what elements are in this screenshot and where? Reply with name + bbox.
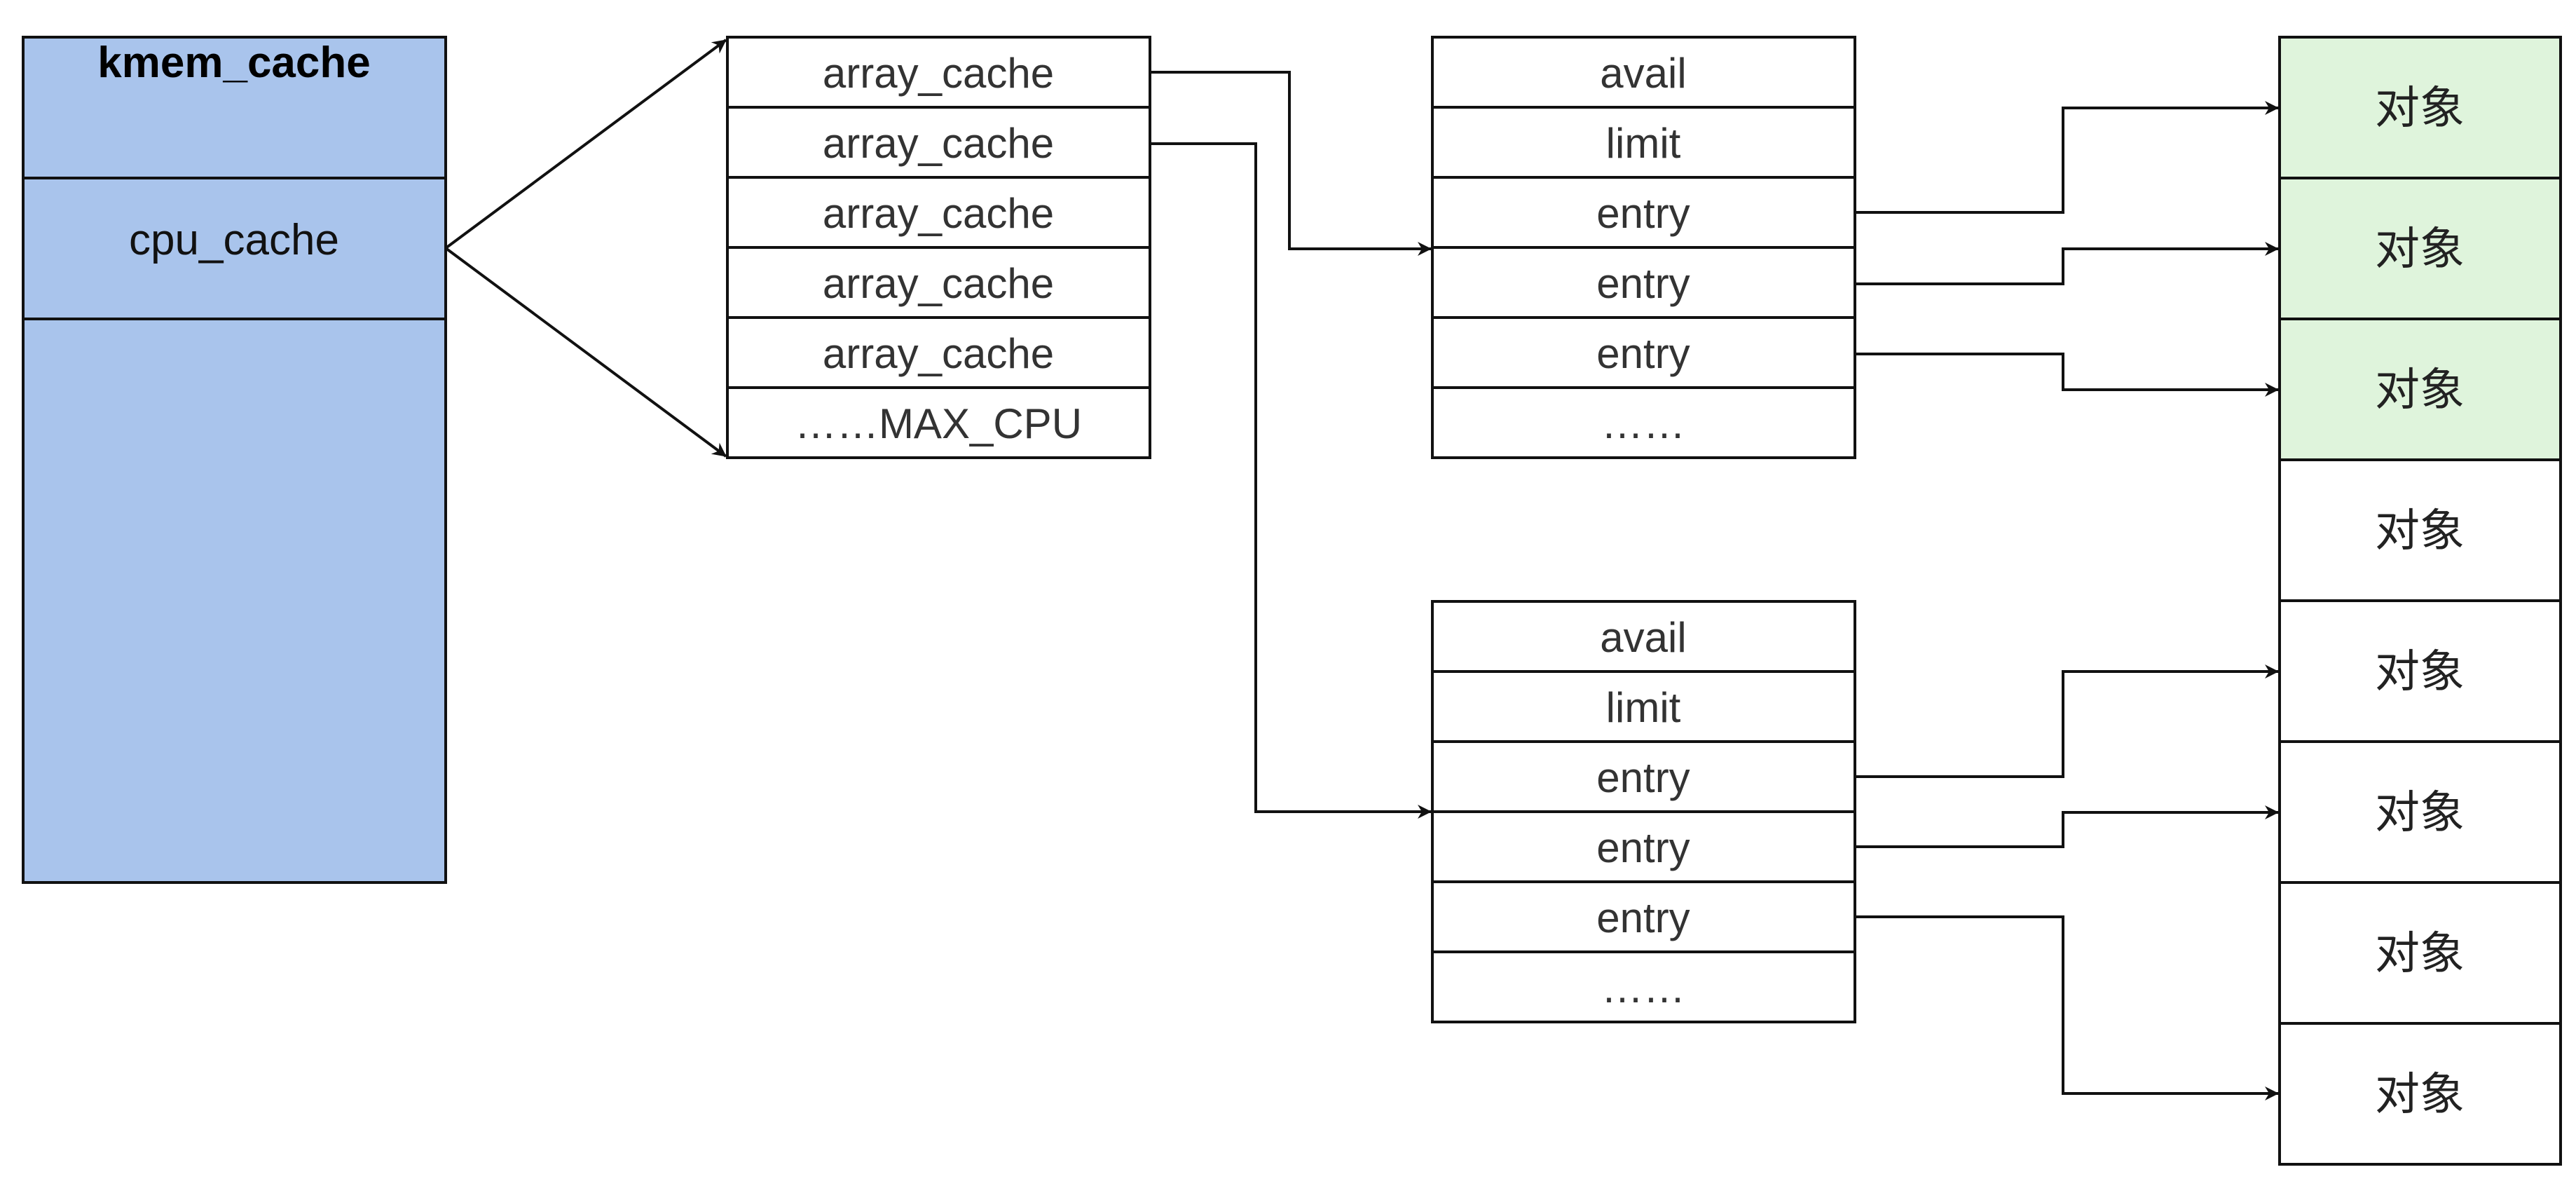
cpu-array-label-3: array_cache <box>823 260 1054 307</box>
ac-top-row-0 <box>1431 36 1856 109</box>
object-cell-2 <box>2278 318 2562 461</box>
object-label-6: 对象 <box>2375 928 2465 980</box>
cpu-array-row-4 <box>726 316 1151 389</box>
array-cache-bottom: avail limit entry entry entry …… <box>1431 600 1856 1023</box>
ac-bottom-row-1 <box>1431 670 1856 743</box>
ac-top-label-3: entry <box>1596 260 1690 307</box>
kmem-cache-block: kmem_cache cpu_cache <box>22 36 447 884</box>
kmem-cache-box <box>22 36 447 884</box>
array-cache-top: avail limit entry entry entry …… <box>1431 36 1856 459</box>
object-column: 对象 对象 对象 对象 对象 对象 对象 对象 <box>2278 36 2562 1166</box>
ac-bottom-label-4: entry <box>1596 894 1690 941</box>
ac-top-label-2: entry <box>1596 190 1690 237</box>
ac-top-label-1: limit <box>1606 120 1681 167</box>
cpu-array-label-5: ……MAX_CPU <box>795 400 1082 447</box>
arrow-bottom-entry-0-to-object-4 <box>1855 664 2279 778</box>
ac-bottom-label-3: entry <box>1596 824 1690 871</box>
cpu-array-row-5 <box>726 386 1151 459</box>
arrow-top-entry-0-to-object-0 <box>1855 101 2279 214</box>
cpu-array-label-1: array_cache <box>823 120 1054 167</box>
ac-bottom-label-2: entry <box>1596 754 1690 801</box>
cpu-cache-label: cpu_cache <box>129 216 339 264</box>
object-cell-3 <box>2278 458 2562 602</box>
object-label-4: 对象 <box>2375 646 2465 698</box>
arrow-array-cache-0-to-top-struct <box>1150 71 1432 256</box>
arrow-cpu-cache-to-array-bottom <box>444 247 727 458</box>
ac-top-label-0: avail <box>1600 50 1686 97</box>
cpu-array-row-2 <box>726 176 1151 249</box>
object-label-7: 对象 <box>2375 1069 2465 1121</box>
arrow-bottom-entry-1-to-object-5 <box>1855 805 2279 848</box>
cpu-array-row-1 <box>726 106 1151 179</box>
object-label-2: 对象 <box>2375 364 2465 416</box>
ac-bottom-row-2 <box>1431 740 1856 813</box>
ac-bottom-label-1: limit <box>1606 684 1681 731</box>
cpu-array-label-4: array_cache <box>823 330 1054 377</box>
ac-bottom-row-5 <box>1431 950 1856 1023</box>
object-cell-6 <box>2278 881 2562 1025</box>
arrow-top-entry-1-to-object-1 <box>1855 242 2279 285</box>
cpu-array-label-0: array_cache <box>823 50 1054 97</box>
object-cell-7 <box>2278 1022 2562 1166</box>
kmem-cache-title: kmem_cache <box>97 39 371 87</box>
object-cell-1 <box>2278 177 2562 320</box>
ac-top-row-5 <box>1431 386 1856 459</box>
object-label-5: 对象 <box>2375 787 2465 839</box>
ac-top-row-4 <box>1431 316 1856 389</box>
ac-bottom-label-0: avail <box>1600 614 1686 661</box>
arrow-bottom-entry-2-to-object-7 <box>1855 915 2279 1100</box>
ac-bottom-row-3 <box>1431 810 1856 883</box>
cpu-array-table: array_cache array_cache array_cache arra… <box>726 36 1151 459</box>
object-label-1: 对象 <box>2375 224 2465 275</box>
ac-bottom-row-0 <box>1431 600 1856 673</box>
object-label-3: 对象 <box>2375 505 2465 557</box>
cpu-array-row-3 <box>726 246 1151 319</box>
ac-top-label-4: entry <box>1596 330 1690 377</box>
arrow-cpu-cache-to-array-top <box>444 39 727 250</box>
object-cell-4 <box>2278 599 2562 743</box>
ac-top-label-5: …… <box>1601 400 1685 447</box>
connectors <box>444 39 2279 1100</box>
object-cell-5 <box>2278 740 2562 884</box>
object-label-0: 对象 <box>2375 83 2465 135</box>
arrow-top-entry-2-to-object-2 <box>1855 353 2279 397</box>
ac-bottom-label-5: …… <box>1601 965 1685 1011</box>
cpu-array-label-2: array_cache <box>823 190 1054 237</box>
arrow-array-cache-1-to-bottom-struct <box>1150 142 1432 819</box>
ac-bottom-row-4 <box>1431 880 1856 953</box>
